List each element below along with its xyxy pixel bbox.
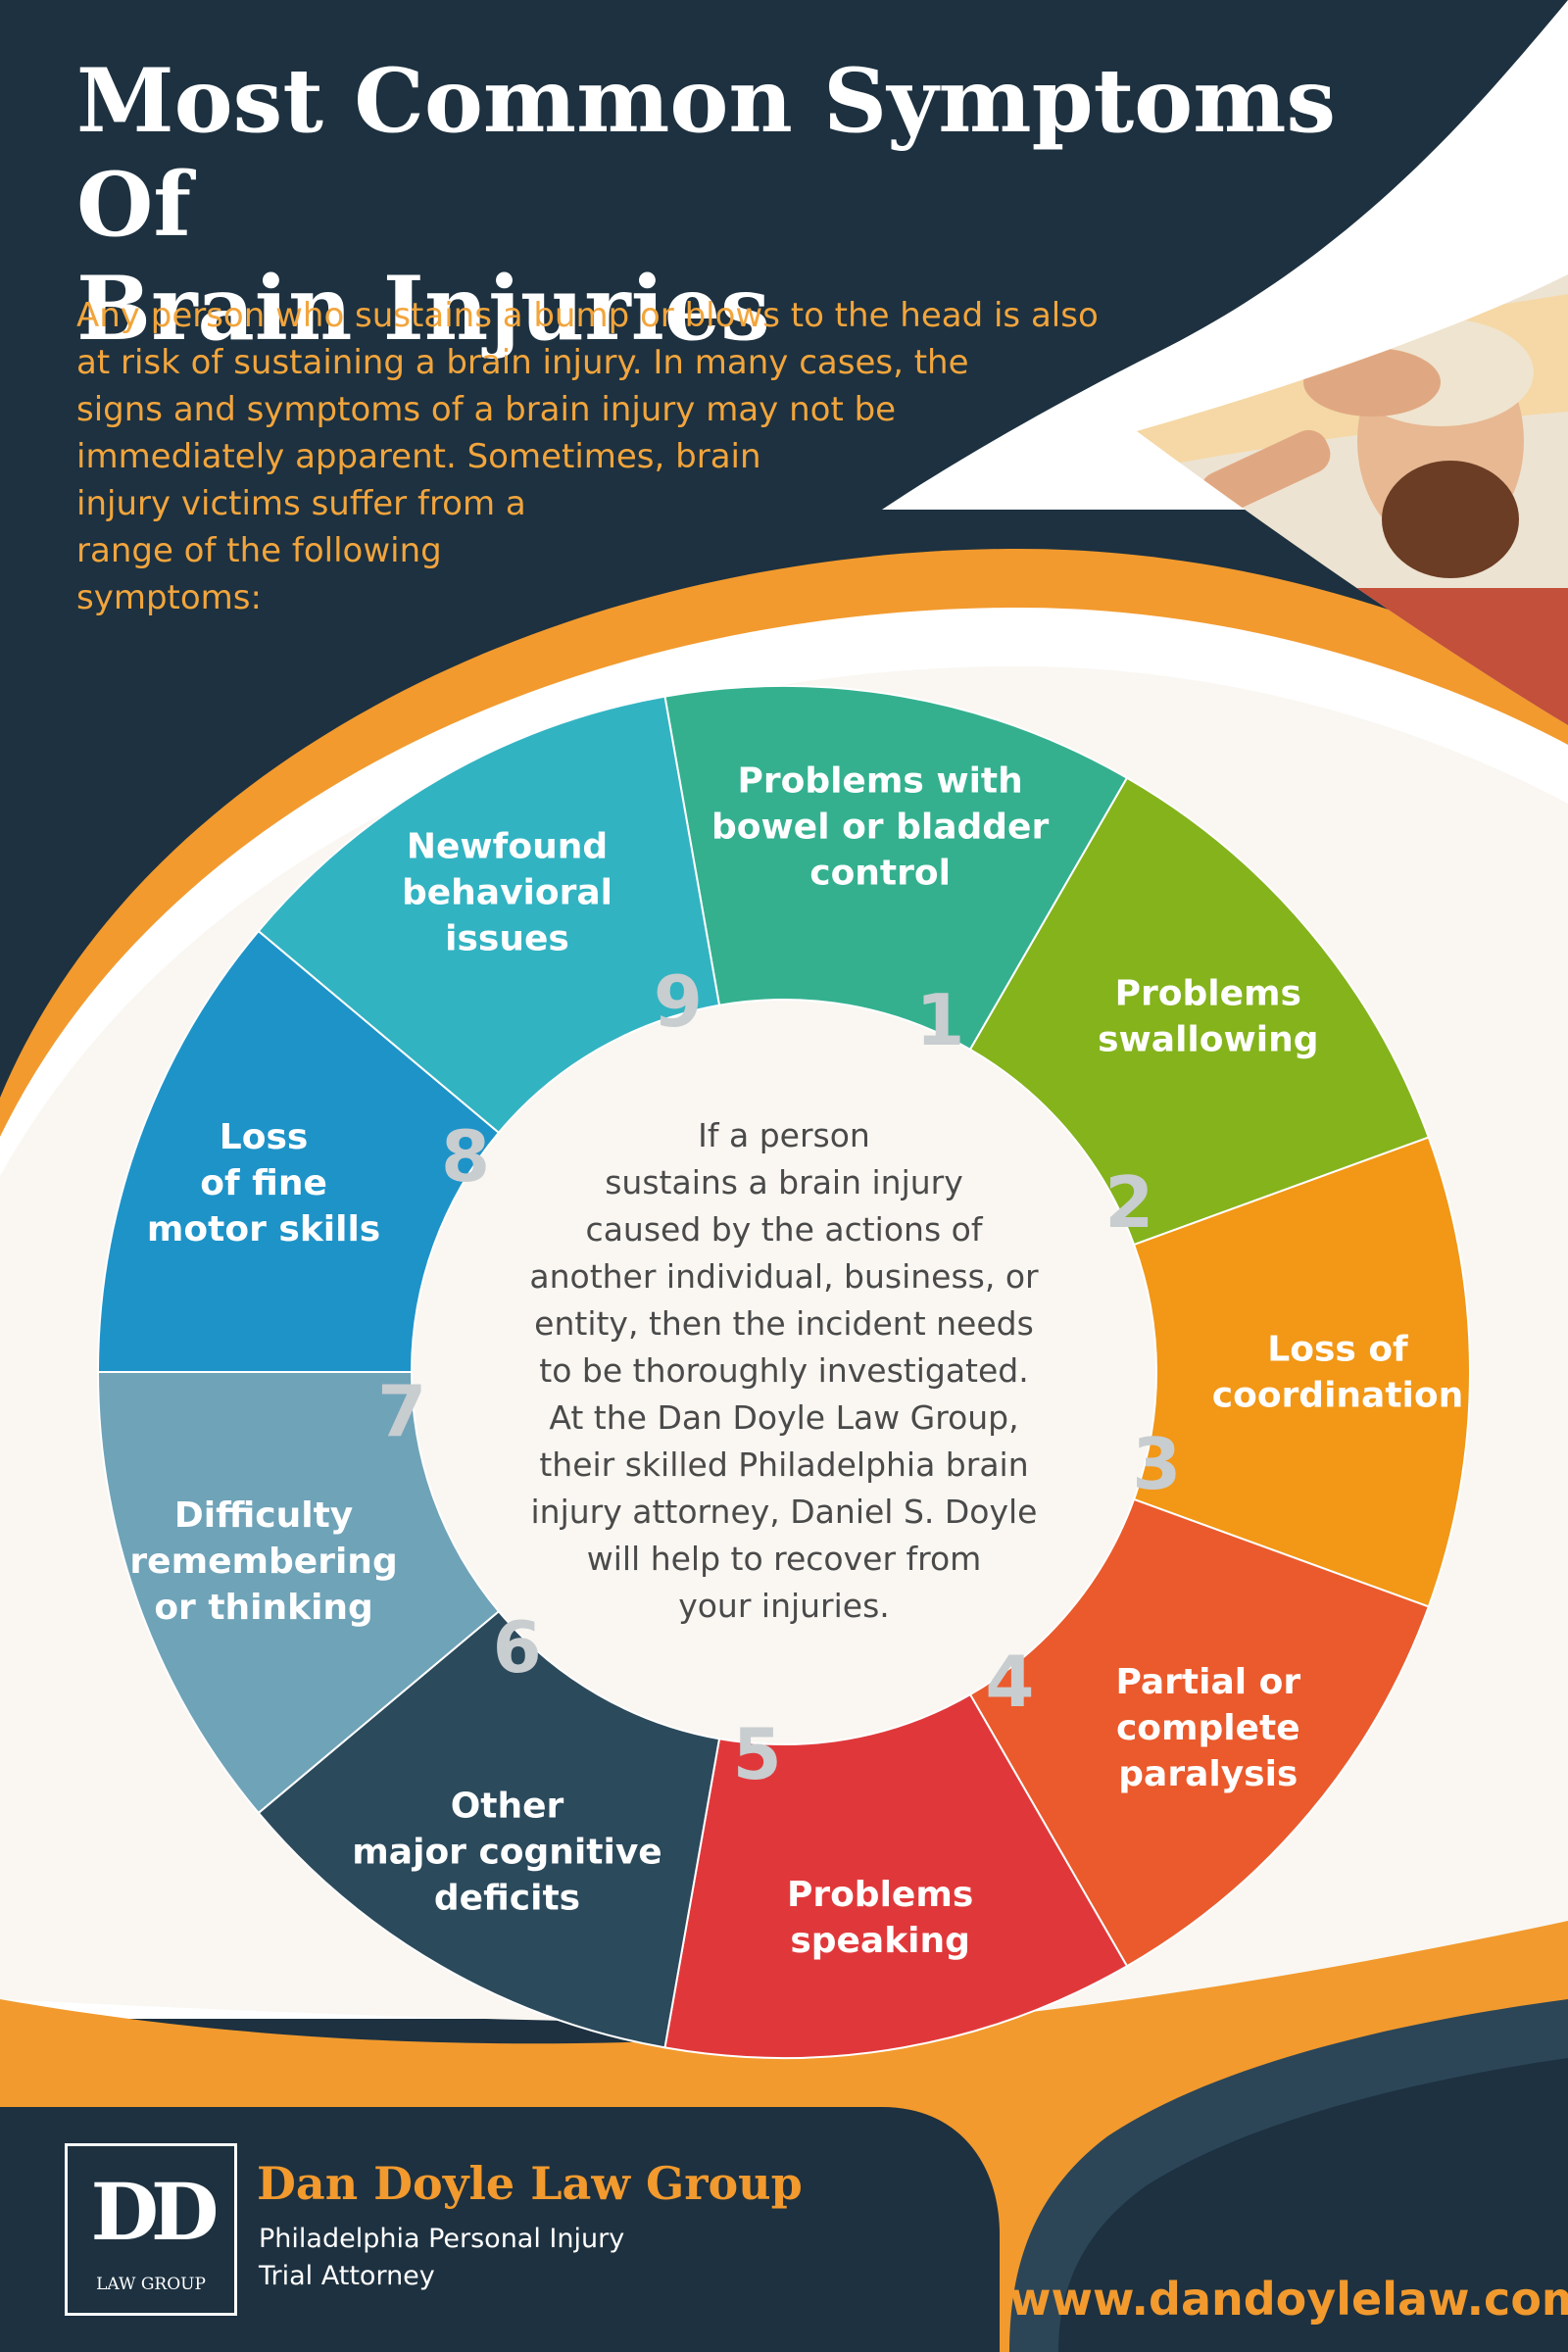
intro-paragraph: Any person who sustains a bump or blows …	[76, 292, 1164, 621]
symptom-number-1: 1	[915, 979, 964, 1061]
symptom-segment-5	[663, 1692, 1129, 2059]
symptom-number-6: 6	[493, 1606, 542, 1689]
intro-line: at risk of sustaining a brain injury. In…	[76, 343, 969, 382]
website-link[interactable]: www.dandoylelaw.com	[1009, 2273, 1568, 2326]
symptom-number-7: 7	[377, 1370, 426, 1452]
symptom-segment-8	[96, 929, 501, 1373]
title-line-2: Brain Injuries	[76, 257, 770, 361]
tagline-line-2: Trial Attorney	[259, 2261, 435, 2291]
symptom-number-5: 5	[733, 1713, 782, 1795]
center-circle	[441, 1029, 1127, 1715]
intro-line: symptoms:	[76, 578, 262, 617]
symptom-segment-4	[968, 1497, 1431, 1968]
intro-line: signs and symptoms of a brain injury may…	[76, 390, 897, 429]
firm-tagline: Philadelphia Personal Injury Trial Attor…	[259, 2221, 624, 2295]
intro-line: Any person who sustains a bump or blows …	[76, 296, 1099, 335]
symptom-segment-7	[96, 1371, 501, 1815]
title-line-1: Most Common Symptoms Of	[76, 49, 1337, 257]
firm-name: Dan Doyle Law Group	[257, 2157, 803, 2210]
symptom-number-9: 9	[654, 960, 703, 1043]
symptom-number-2: 2	[1104, 1161, 1153, 1244]
symptom-segment-1	[663, 685, 1129, 1052]
symptom-segment-3	[1132, 1136, 1471, 1608]
tagline-line-1: Philadelphia Personal Injury	[259, 2224, 625, 2254]
symptom-number-3: 3	[1132, 1423, 1181, 1505]
logo-subtitle: LAW GROUP	[96, 2275, 206, 2294]
symptom-segment-9	[257, 695, 721, 1135]
firm-logo: DD LAW GROUP	[65, 2143, 237, 2316]
man-with-bandaged-head-photo	[1137, 274, 1568, 725]
symptom-segment-6	[257, 1609, 721, 2049]
intro-line: immediately apparent. Sometimes, brain	[76, 437, 761, 476]
symptom-number-8: 8	[441, 1115, 490, 1198]
intro-line: range of the following	[76, 531, 442, 570]
intro-line: injury victims suffer from a	[76, 484, 526, 523]
page-title: Most Common Symptoms Of Brain Injuries	[76, 49, 1350, 361]
symptom-segment-2	[968, 776, 1431, 1247]
logo-mark: DD	[90, 2166, 220, 2258]
symptom-number-4: 4	[985, 1641, 1034, 1723]
